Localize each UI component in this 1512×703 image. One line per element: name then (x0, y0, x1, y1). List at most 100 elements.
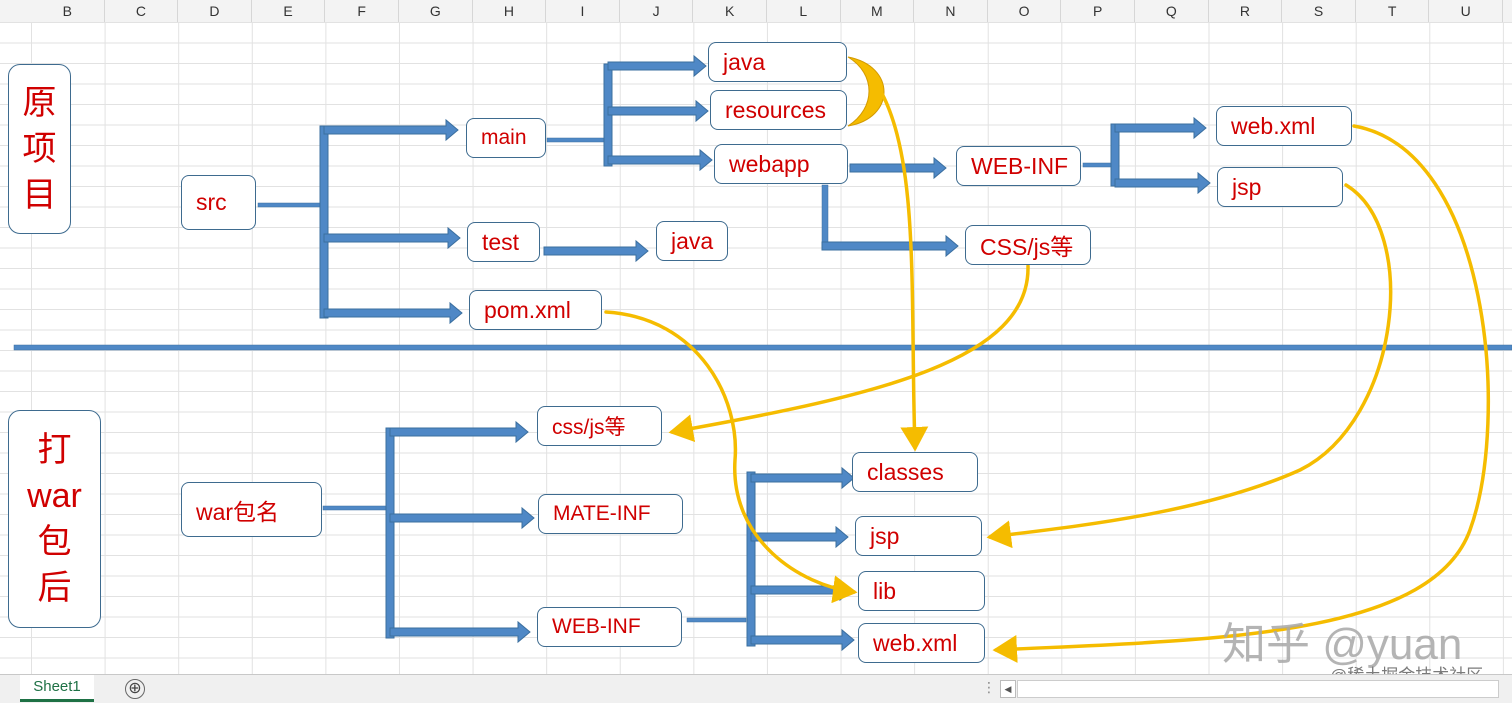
node-web-xml-src-label: web.xml (1231, 112, 1316, 139)
node-web-xml-src[interactable]: web.xml (1216, 106, 1352, 146)
node-main-label: main (481, 126, 527, 149)
arrow-to-web-inf-war (389, 620, 531, 644)
curve-pom-to-lib (604, 310, 858, 604)
node-war-name[interactable]: war包名 (181, 482, 322, 537)
side-label-original-char-3: 目 (22, 176, 57, 214)
scroll-left-icon[interactable]: ◀ (1000, 680, 1016, 698)
node-test-label: test (482, 228, 520, 255)
curve-java-resources-to-classes (878, 88, 929, 452)
column-header-f[interactable]: F (325, 0, 399, 22)
column-header-h[interactable]: H (473, 0, 547, 22)
column-header-d[interactable]: D (178, 0, 252, 22)
column-header-s[interactable]: S (1282, 0, 1356, 22)
arrow-to-java-main (607, 54, 707, 78)
node-java-test[interactable]: java (656, 221, 728, 261)
arrow-to-mate-inf (389, 506, 535, 530)
side-label-original-project[interactable]: 原项目 (8, 64, 71, 234)
arrow-to-jsp (1114, 171, 1211, 195)
column-header-p[interactable]: P (1061, 0, 1135, 22)
node-css-js-war-label: css/js等 (552, 416, 626, 439)
column-header-c[interactable]: C (105, 0, 179, 22)
arrow-test-to-java (543, 239, 649, 263)
node-main[interactable]: main (466, 118, 546, 158)
node-web-inf-src[interactable]: WEB-INF (956, 146, 1081, 186)
arrow-to-css-js-war (389, 420, 529, 444)
arrow-to-test (323, 226, 461, 250)
side-label-war-char-1: 打 (37, 431, 72, 469)
node-css-js-src[interactable]: CSS/js等 (965, 225, 1091, 265)
node-pom-xml-label: pom.xml (484, 296, 571, 323)
node-jsp-war-label: jsp (870, 522, 900, 549)
side-label-after-war-packaging[interactable]: 打 war 包后 (8, 410, 101, 628)
connector-war (322, 505, 387, 511)
connector-web-inf (1082, 162, 1113, 168)
node-jsp-src[interactable]: jsp (1217, 167, 1343, 207)
column-header-j[interactable]: J (620, 0, 694, 22)
column-header-t[interactable]: T (1356, 0, 1430, 22)
arrow-to-css-js (821, 234, 959, 258)
column-header-b[interactable]: B (31, 0, 105, 22)
branch-bar-src (319, 125, 329, 319)
arrow-to-web-xml (1114, 116, 1207, 140)
add-sheet-icon[interactable]: ⊕ (125, 679, 145, 699)
column-header-l[interactable]: L (767, 0, 841, 22)
node-lib[interactable]: lib (858, 571, 985, 611)
node-web-inf-src-label: WEB-INF (971, 152, 1069, 179)
column-header-i[interactable]: I (546, 0, 620, 22)
node-src[interactable]: src (181, 175, 256, 230)
node-pom-xml[interactable]: pom.xml (469, 290, 602, 330)
arrow-to-webapp (607, 148, 713, 172)
column-header-r[interactable]: R (1209, 0, 1283, 22)
column-header-q[interactable]: Q (1135, 0, 1209, 22)
curve-css-js-to-css-js-war (668, 264, 1030, 443)
node-web-inf-war[interactable]: WEB-INF (537, 607, 682, 647)
connector-src (257, 202, 323, 208)
node-resources-label: resources (725, 96, 826, 123)
arrow-to-web-xml-war (750, 628, 855, 652)
watermark-zhihu: 知乎 @yuan (1222, 620, 1463, 669)
arrow-to-resources (607, 99, 709, 123)
node-war-name-label: war包名 (196, 498, 280, 525)
node-jsp-war[interactable]: jsp (855, 516, 982, 556)
curve-web-xml-to-web-xml-war (992, 124, 1491, 663)
horizontal-scrollbar[interactable] (1017, 680, 1499, 698)
node-webapp-label: webapp (729, 150, 810, 177)
side-label-war-char-2: war (27, 477, 82, 515)
branch-bar-web-inf (1110, 123, 1120, 187)
side-label-war-char-3: 包 (37, 523, 72, 561)
node-test[interactable]: test (467, 222, 540, 262)
column-header-e[interactable]: E (252, 0, 326, 22)
arrow-to-jsp-war (750, 525, 849, 549)
node-resources[interactable]: resources (710, 90, 847, 130)
arrow-to-main (323, 118, 459, 142)
node-src-label: src (196, 189, 227, 215)
connector-main (546, 137, 605, 143)
node-webapp[interactable]: webapp (714, 144, 848, 184)
column-header-o[interactable]: O (988, 0, 1062, 22)
column-header-g[interactable]: G (399, 0, 473, 22)
node-java-test-label: java (671, 227, 714, 254)
side-label-original-char-1: 原 (22, 84, 57, 122)
node-java-main[interactable]: java (708, 42, 847, 82)
scroll-split-handle[interactable]: ⋮ (982, 679, 996, 695)
node-web-xml-war[interactable]: web.xml (858, 623, 985, 663)
curve-jsp-to-jsp-war (986, 183, 1393, 549)
section-separator-line (13, 344, 1512, 351)
brace-java-resources (847, 56, 885, 127)
column-header-m[interactable]: M (841, 0, 915, 22)
node-classes-label: classes (867, 458, 944, 485)
node-mate-inf[interactable]: MATE-INF (538, 494, 683, 534)
node-lib-label: lib (873, 577, 897, 604)
column-header-n[interactable]: N (914, 0, 988, 22)
node-classes[interactable]: classes (852, 452, 978, 492)
node-java-main-label: java (723, 48, 766, 75)
node-css-js-war[interactable]: css/js等 (537, 406, 662, 446)
column-header-u[interactable]: U (1429, 0, 1503, 22)
sheet-tab-sheet1[interactable]: Sheet1 (20, 675, 94, 702)
column-header-k[interactable]: K (693, 0, 767, 22)
branch-bar-war (385, 427, 395, 639)
side-label-war-char-4: 后 (37, 569, 72, 607)
arrow-to-pom (323, 301, 463, 325)
